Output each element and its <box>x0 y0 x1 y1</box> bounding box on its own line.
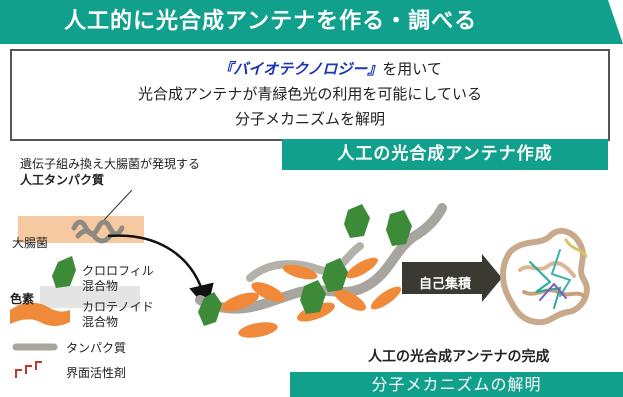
assembly-protein-strand <box>246 242 364 282</box>
title-decoration <box>608 0 623 44</box>
self-assembly-label: 自己集積 <box>418 277 471 292</box>
carotenoid-label-2: 混合物 <box>82 315 119 329</box>
self-assembly-arrow <box>402 254 502 302</box>
title-corner-cut <box>608 0 623 44</box>
summary-line-1-rest: を用いて <box>382 60 442 78</box>
surfactant-legend-icon <box>15 361 42 378</box>
protein-coil-icon <box>71 219 125 244</box>
pigment-label: 色素 <box>10 292 35 306</box>
protein-legend-label: タンパク質 <box>66 341 127 355</box>
chlorophyll-label-1: クロロフィル <box>82 264 154 278</box>
pigment-band <box>40 286 140 308</box>
surfactant-legend-label: 界面活性剤 <box>66 366 127 380</box>
chlorophyll-label-2: 混合物 <box>82 279 119 293</box>
carotenoid-label-1: カロテノイド <box>82 300 154 314</box>
ecoli-note-line-1: 遺伝子組み換え大腸菌が発現する <box>20 157 201 171</box>
ecoli-note-line-2: 人工タンパク質 <box>20 173 105 187</box>
protein-structure-render <box>500 227 590 326</box>
flow-arrow <box>107 234 214 310</box>
section-artificial-antenna: 人工の光合成アンテナ作成 <box>282 139 608 170</box>
summary-line-1: 『バイオテクノロジー』を用いて <box>12 57 608 82</box>
chlorophyll-legend-icon <box>52 256 76 288</box>
note-pointer-line <box>103 189 133 221</box>
completion-label: 人工の光合成アンテナの完成 <box>368 349 550 365</box>
summary-line-3: 分子メカニズムを解明 <box>234 110 385 128</box>
biotech-highlight: 『バイオテクノロジー』 <box>218 60 383 78</box>
summary-line-2: 光合成アンテナが青緑色光の利用を可能にしている <box>138 85 482 103</box>
section-mechanism: 分子メカニズムの解明 <box>290 372 623 397</box>
assembly-chlorophylls <box>198 204 412 326</box>
ecoli-label: 大腸菌 <box>12 236 49 250</box>
assembly-protein-backbone <box>195 203 447 314</box>
carotenoid-legend-icon <box>10 302 70 326</box>
page-title: 人工的に光合成アンテナを作る・調べる <box>0 0 623 44</box>
